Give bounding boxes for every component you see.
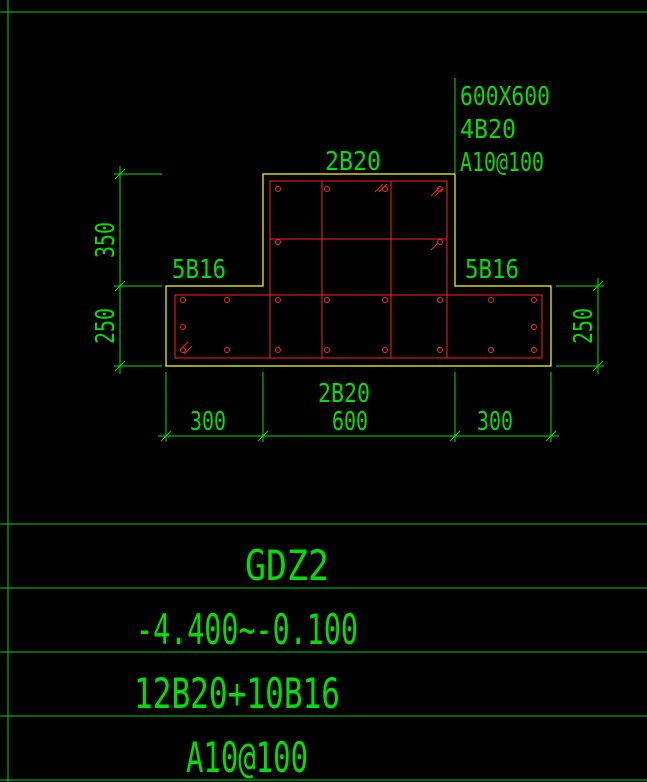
rebar-dot <box>180 297 186 303</box>
rebar-dot <box>275 186 281 192</box>
rebar-dot <box>437 186 443 192</box>
rebar-dot <box>488 297 494 303</box>
left-wing-bars-label: 5B16 <box>172 255 226 285</box>
rebar-dot <box>437 297 443 303</box>
section-outline <box>165 173 552 367</box>
dim-right: 250 <box>569 308 599 344</box>
rebar-dot <box>324 186 330 192</box>
top-bars-label: 2B20 <box>325 147 381 177</box>
dim-bottom-mid: 600 <box>332 407 368 437</box>
annotations: 600X600 4B20 A10@100 2B20 5B16 5B16 2B20… <box>91 82 599 437</box>
table-longitudinal: 12B20+10B16 <box>134 669 340 718</box>
rebar-dot <box>531 324 537 330</box>
table-name: GDZ2 <box>245 541 329 590</box>
section-size-label: 600X600 <box>460 82 550 112</box>
rebar-dot <box>324 297 330 303</box>
table-stirrup: A10@100 <box>186 733 308 782</box>
dim-left-lower: 250 <box>91 308 121 344</box>
rebar-dot <box>531 347 537 353</box>
rebar-stirrups <box>174 180 543 359</box>
rebar-dot <box>382 297 388 303</box>
rebar-dot <box>180 324 186 330</box>
column-table: GDZ2 -4.400~-0.100 12B20+10B16 A10@100 <box>134 541 358 782</box>
rebar-dot <box>224 347 230 353</box>
dimension-lines <box>114 78 604 442</box>
rebar-bars <box>180 186 537 353</box>
rebar-dot <box>382 186 388 192</box>
bottom-bars-label: 2B20 <box>318 379 370 409</box>
corner-bars-label: 4B20 <box>460 115 516 145</box>
right-wing-bars-label: 5B16 <box>465 255 519 285</box>
rebar-dot <box>488 347 494 353</box>
table-elevation: -4.400~-0.100 <box>136 605 358 654</box>
rebar-dot <box>324 347 330 353</box>
stirrups-note-label: A10@100 <box>460 148 544 178</box>
rebar-dot <box>382 347 388 353</box>
rebar-dot <box>531 297 537 303</box>
rebar-dot <box>224 297 230 303</box>
rebar-dot <box>437 347 443 353</box>
dim-bottom-left: 300 <box>190 407 226 437</box>
dim-left-upper: 350 <box>91 222 121 258</box>
rebar-dot <box>275 347 281 353</box>
rebar-dot <box>437 239 443 245</box>
rebar-dot <box>180 347 186 353</box>
rebar-dot <box>275 297 281 303</box>
rebar-dot <box>275 239 281 245</box>
dim-bottom-right: 300 <box>477 407 513 437</box>
